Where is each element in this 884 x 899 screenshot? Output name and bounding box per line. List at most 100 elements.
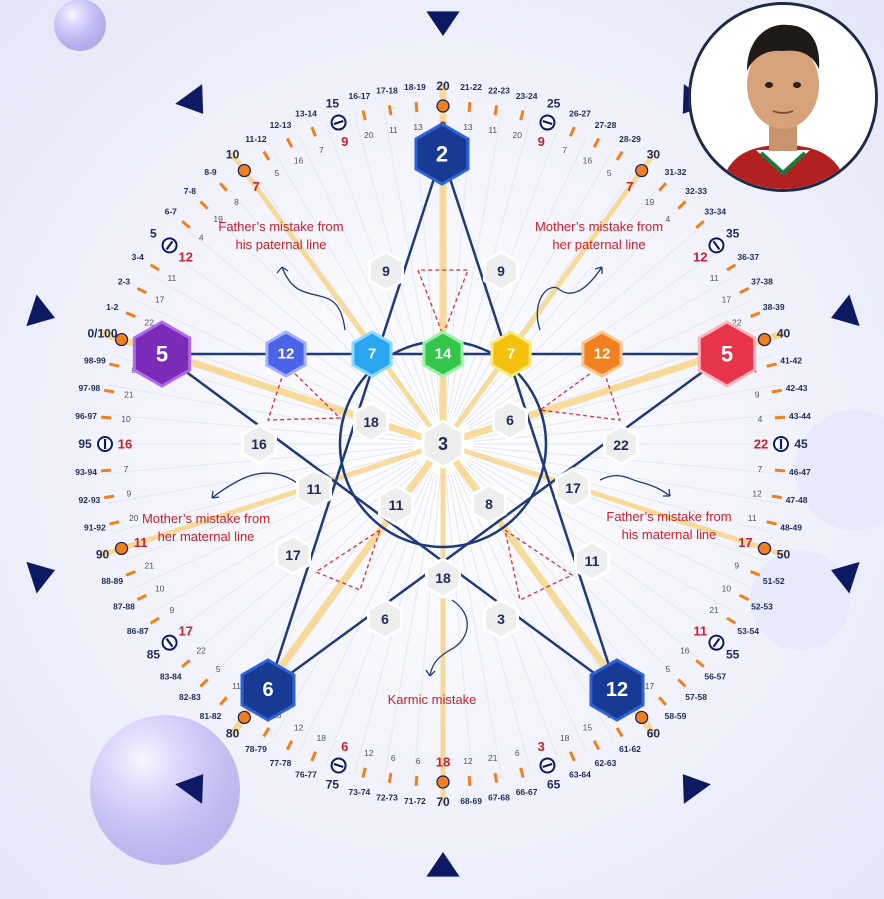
age-range-label: 98-99 (84, 355, 106, 365)
hexagon-shape (490, 330, 532, 378)
hexagon-g6a: 6 (492, 399, 528, 441)
age-decade-label: 0/100 (88, 326, 118, 340)
hexagon-value: 17 (285, 547, 301, 563)
hexagon-value: 17 (565, 480, 581, 496)
orange-dot-icon (757, 541, 772, 556)
ring-value-gray: 10 (722, 583, 732, 593)
orange-dot-icon (635, 163, 649, 178)
hexagon-shape (483, 250, 519, 292)
ring-tick (136, 593, 147, 602)
ring-tick (615, 727, 624, 738)
ring-value-gray: 7 (758, 464, 763, 474)
ring-value-gray: 17 (722, 295, 732, 305)
age-range-label: 83-84 (160, 672, 182, 682)
hexagon-value: 6 (381, 611, 389, 627)
age-range-label: 12-13 (270, 120, 292, 130)
light-ray (471, 451, 772, 533)
hexagon-value: 9 (497, 263, 505, 279)
light-ray (447, 473, 503, 779)
ring-value-red: 11 (134, 535, 148, 550)
ring-value-gray: 4 (665, 214, 670, 224)
age-range-label: 1-2 (106, 302, 119, 312)
ring-tick (615, 150, 624, 161)
annotation-mother-maternal-2: her maternal line (158, 529, 255, 544)
orange-dot-icon (635, 710, 649, 725)
ring-tick (387, 104, 393, 116)
age-decade-label: 15 (326, 97, 340, 111)
hexagon-r2: 12 (581, 330, 623, 378)
age-decade-label: 80 (226, 727, 240, 741)
background-decoration (54, 0, 884, 865)
ring-tick (493, 104, 499, 116)
ring-value-gray: 12 (364, 748, 374, 758)
age-range-label: 41-42 (780, 355, 802, 365)
ring-value-gray: 4 (758, 414, 763, 424)
orange-dot-icon (436, 775, 450, 789)
ring-value-red: 17 (178, 623, 192, 638)
annotation-karmic: Karmic mistake (388, 692, 477, 707)
hexagon-value: 12 (606, 679, 628, 701)
orange-dot-icon (237, 710, 251, 725)
age-range-label: 48-49 (780, 523, 802, 533)
ring-tick (658, 696, 667, 706)
age-decade-label: 30 (647, 147, 661, 161)
ring-value-red: 7 (626, 179, 633, 194)
annotation-arrows (211, 266, 671, 677)
ring-value-gray: 21 (488, 753, 498, 763)
light-ray (455, 135, 588, 418)
ring-tick (695, 659, 705, 668)
age-range-label: 73-74 (349, 787, 371, 797)
hexagon-shape (422, 330, 464, 378)
bubble-decor (54, 0, 106, 51)
hexagon-shape (492, 399, 528, 441)
ring-tick (310, 751, 317, 762)
hexagon-g11b: 11 (378, 484, 414, 526)
ring-tick (387, 772, 393, 784)
hexagon-value: 6 (506, 412, 514, 428)
hexagon-value: 7 (368, 346, 376, 363)
hexagon-left: 5 (132, 320, 192, 388)
ring-tick (109, 362, 120, 368)
age-range-label: 51-52 (763, 576, 785, 586)
age-decade-label: 95 (78, 437, 92, 451)
hexagon-value: 12 (278, 346, 295, 363)
ring-tick (219, 696, 228, 706)
orange-dot-icon (436, 99, 450, 113)
ring-value-gray: 7 (124, 464, 129, 474)
light-ray (469, 456, 752, 589)
age-range-label: 26-27 (569, 108, 591, 118)
ring-tick (726, 263, 737, 272)
ring-value-gray: 18 (560, 733, 570, 743)
ring-tick (774, 468, 786, 473)
hexagon-value: 16 (251, 436, 267, 452)
ring-value-gray: 9 (169, 605, 174, 615)
ring-value-gray: 13 (413, 122, 423, 132)
age-range-label: 77-78 (270, 758, 292, 768)
annotation-father-maternal-2: his maternal line (622, 527, 717, 542)
ring-value-gray: 22 (144, 317, 154, 327)
ring-value-red: 9 (341, 134, 348, 149)
hexagon-value: 5 (156, 342, 168, 367)
hexagon-shape (471, 483, 507, 525)
ring-value-red: 18 (436, 755, 450, 770)
hexagon-c1: 14 (422, 330, 464, 378)
age-range-label: 63-64 (569, 770, 591, 780)
age-decade-label: 45 (794, 437, 808, 451)
hexagon-r1: 7 (490, 330, 532, 378)
portrait-illustration (691, 5, 875, 189)
light-ray (461, 183, 662, 422)
gold-beam (99, 447, 425, 558)
ring-value-gray: 17 (155, 295, 165, 305)
hexagon-value: 9 (382, 263, 390, 279)
age-range-label: 16-17 (349, 91, 371, 101)
ring-value-gray: 17 (645, 681, 655, 691)
ring-tick (361, 767, 367, 778)
hexagon-bottom-left: 6 (240, 658, 296, 722)
triangle-pointer-icon (26, 294, 55, 327)
age-range-label: 56-57 (704, 672, 726, 682)
hexagon-shape (581, 330, 623, 378)
triangle-pointer-icon (426, 852, 460, 877)
age-range-label: 6-7 (165, 206, 178, 216)
ring-tick (181, 659, 191, 668)
